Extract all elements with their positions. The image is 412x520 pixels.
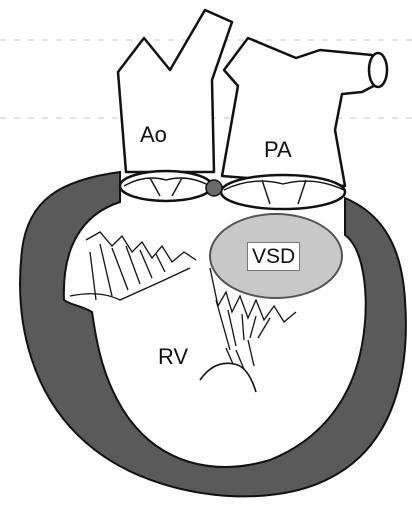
papillary-muscle bbox=[200, 363, 256, 392]
ventricular-wall bbox=[20, 172, 406, 496]
tricuspid-chordae bbox=[70, 232, 196, 300]
pulmonary-artery bbox=[222, 38, 385, 186]
pulmonary-valve bbox=[221, 175, 345, 209]
valve-junction bbox=[206, 180, 222, 196]
pulmonary-artery-label: PA bbox=[264, 139, 292, 161]
vsd-label: VSD bbox=[247, 242, 300, 271]
aorta-label: Ao bbox=[140, 124, 167, 146]
aorta bbox=[118, 10, 232, 172]
aortic-valve bbox=[120, 171, 212, 201]
right-ventricle-label: RV bbox=[158, 346, 188, 368]
pulmonary-artery-opening bbox=[369, 53, 387, 87]
